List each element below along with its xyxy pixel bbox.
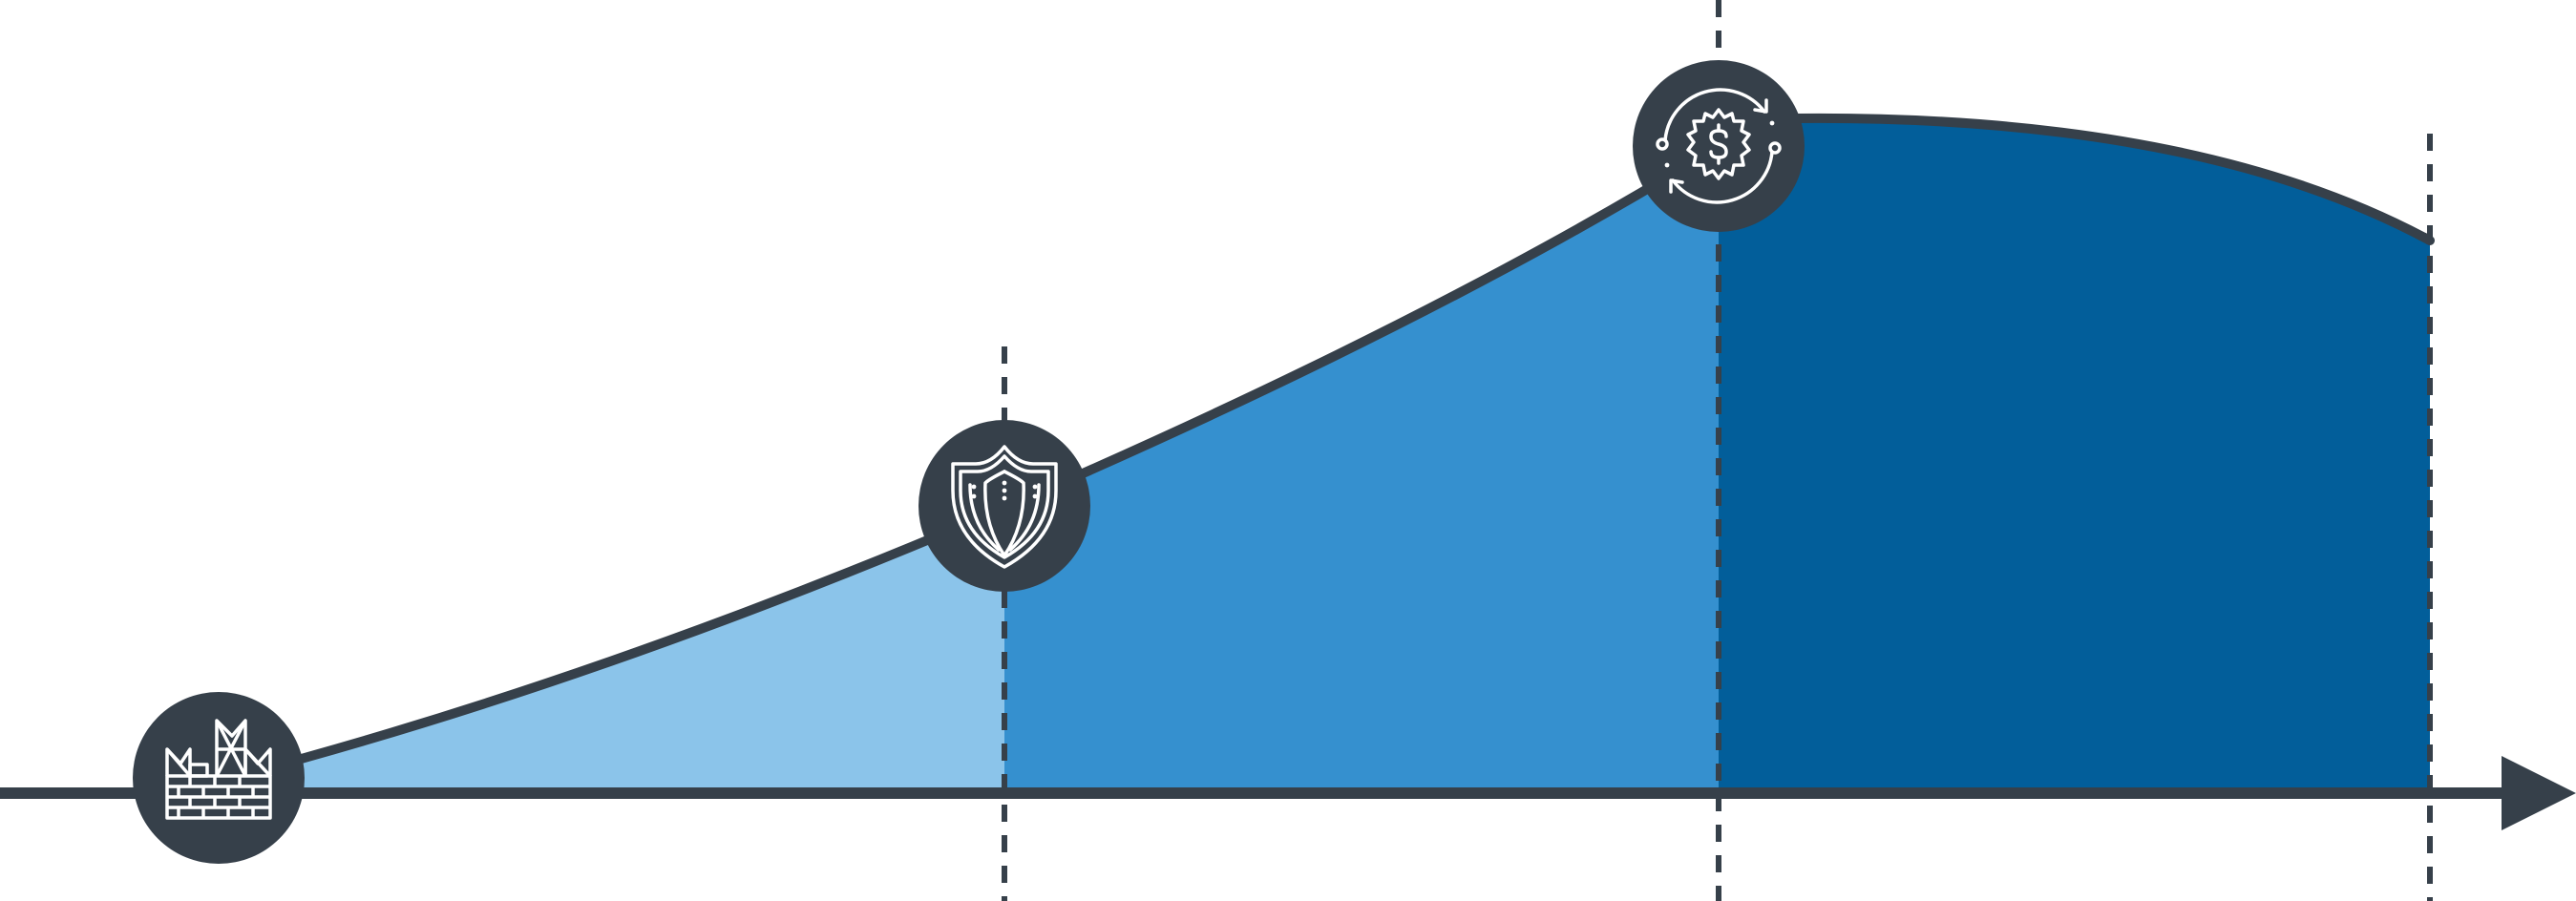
- gear-dots: [1664, 120, 1775, 168]
- axis-arrow-icon: [2502, 756, 2576, 830]
- stage-3-marker: [1633, 60, 1805, 232]
- stage-2-area: [1004, 146, 1719, 792]
- shield-dots: [971, 480, 1038, 501]
- factory-wall-icon: [165, 719, 272, 820]
- stage-1-marker: [133, 692, 305, 864]
- stage-1-area: [220, 508, 1004, 792]
- stage-3-area: [1719, 117, 2430, 793]
- stage-2-marker: [918, 420, 1090, 592]
- shield-icon: [951, 445, 1058, 569]
- dollar-gear-cycle-icon: [1656, 88, 1782, 204]
- growth-curve: [215, 113, 2435, 786]
